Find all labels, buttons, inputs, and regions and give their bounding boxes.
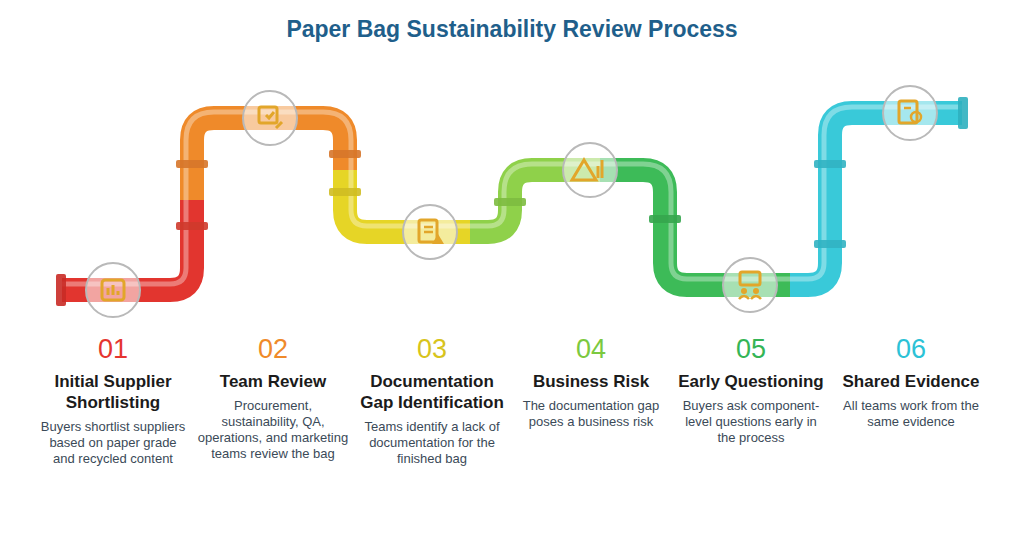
step-number: 02 [197, 333, 349, 365]
pipe-coupling [494, 198, 526, 206]
pipe-end [958, 97, 968, 129]
pipe-coupling [176, 160, 208, 168]
pipe-segment [790, 113, 962, 285]
diagram-title: Paper Bag Sustainability Review Process [0, 16, 1024, 43]
step-description: The documentation gap poses a business r… [515, 398, 667, 430]
pipe-coupling [814, 240, 846, 248]
process-step: 03Documentation Gap IdentificationTeams … [356, 333, 508, 467]
step-icon [86, 263, 140, 317]
step-heading: Team Review [197, 371, 349, 392]
step-number: 05 [675, 333, 827, 365]
process-step: 05Early QuestioningBuyers ask component-… [675, 333, 827, 446]
step-icon [723, 258, 777, 312]
step-heading: Documentation Gap Identification [356, 371, 508, 413]
pipe [62, 113, 962, 290]
step-number: 03 [356, 333, 508, 365]
step-description: Buyers ask component-level questions ear… [675, 398, 827, 446]
step-description: All teams work from the same evidence [835, 398, 987, 430]
pipe-coupling [649, 215, 681, 223]
step-number: 01 [37, 333, 189, 365]
step-description: Procurement, sustainability, QA, operati… [197, 398, 349, 462]
step-icon [403, 205, 457, 259]
step-number: 06 [835, 333, 987, 365]
step-description: Teams identify a lack of documentation f… [356, 419, 508, 467]
step-icon [243, 91, 297, 145]
step-description: Buyers shortlist suppliers based on pape… [37, 419, 189, 467]
step-heading: Shared Evidence [835, 371, 987, 392]
process-step: 04Business RiskThe documentation gap pos… [515, 333, 667, 430]
step-icon [563, 143, 617, 197]
process-step: 06Shared EvidenceAll teams work from the… [835, 333, 987, 430]
step-icons [86, 86, 937, 317]
pipe-coupling [329, 150, 361, 158]
pipe-highlight [62, 107, 962, 284]
step-heading: Initial Supplier Shortlisting [37, 371, 189, 413]
pipe-couplings [56, 97, 968, 306]
step-number: 04 [515, 333, 667, 365]
pipe-coupling [329, 188, 361, 196]
pipe-coupling [814, 160, 846, 168]
step-icon [883, 86, 937, 140]
process-step: 02Team ReviewProcurement, sustainability… [197, 333, 349, 462]
pipe-end [56, 274, 66, 306]
process-step: 01Initial Supplier ShortlistingBuyers sh… [37, 333, 189, 467]
step-heading: Early Questioning [675, 371, 827, 392]
step-heading: Business Risk [515, 371, 667, 392]
pipe-coupling [176, 222, 208, 230]
